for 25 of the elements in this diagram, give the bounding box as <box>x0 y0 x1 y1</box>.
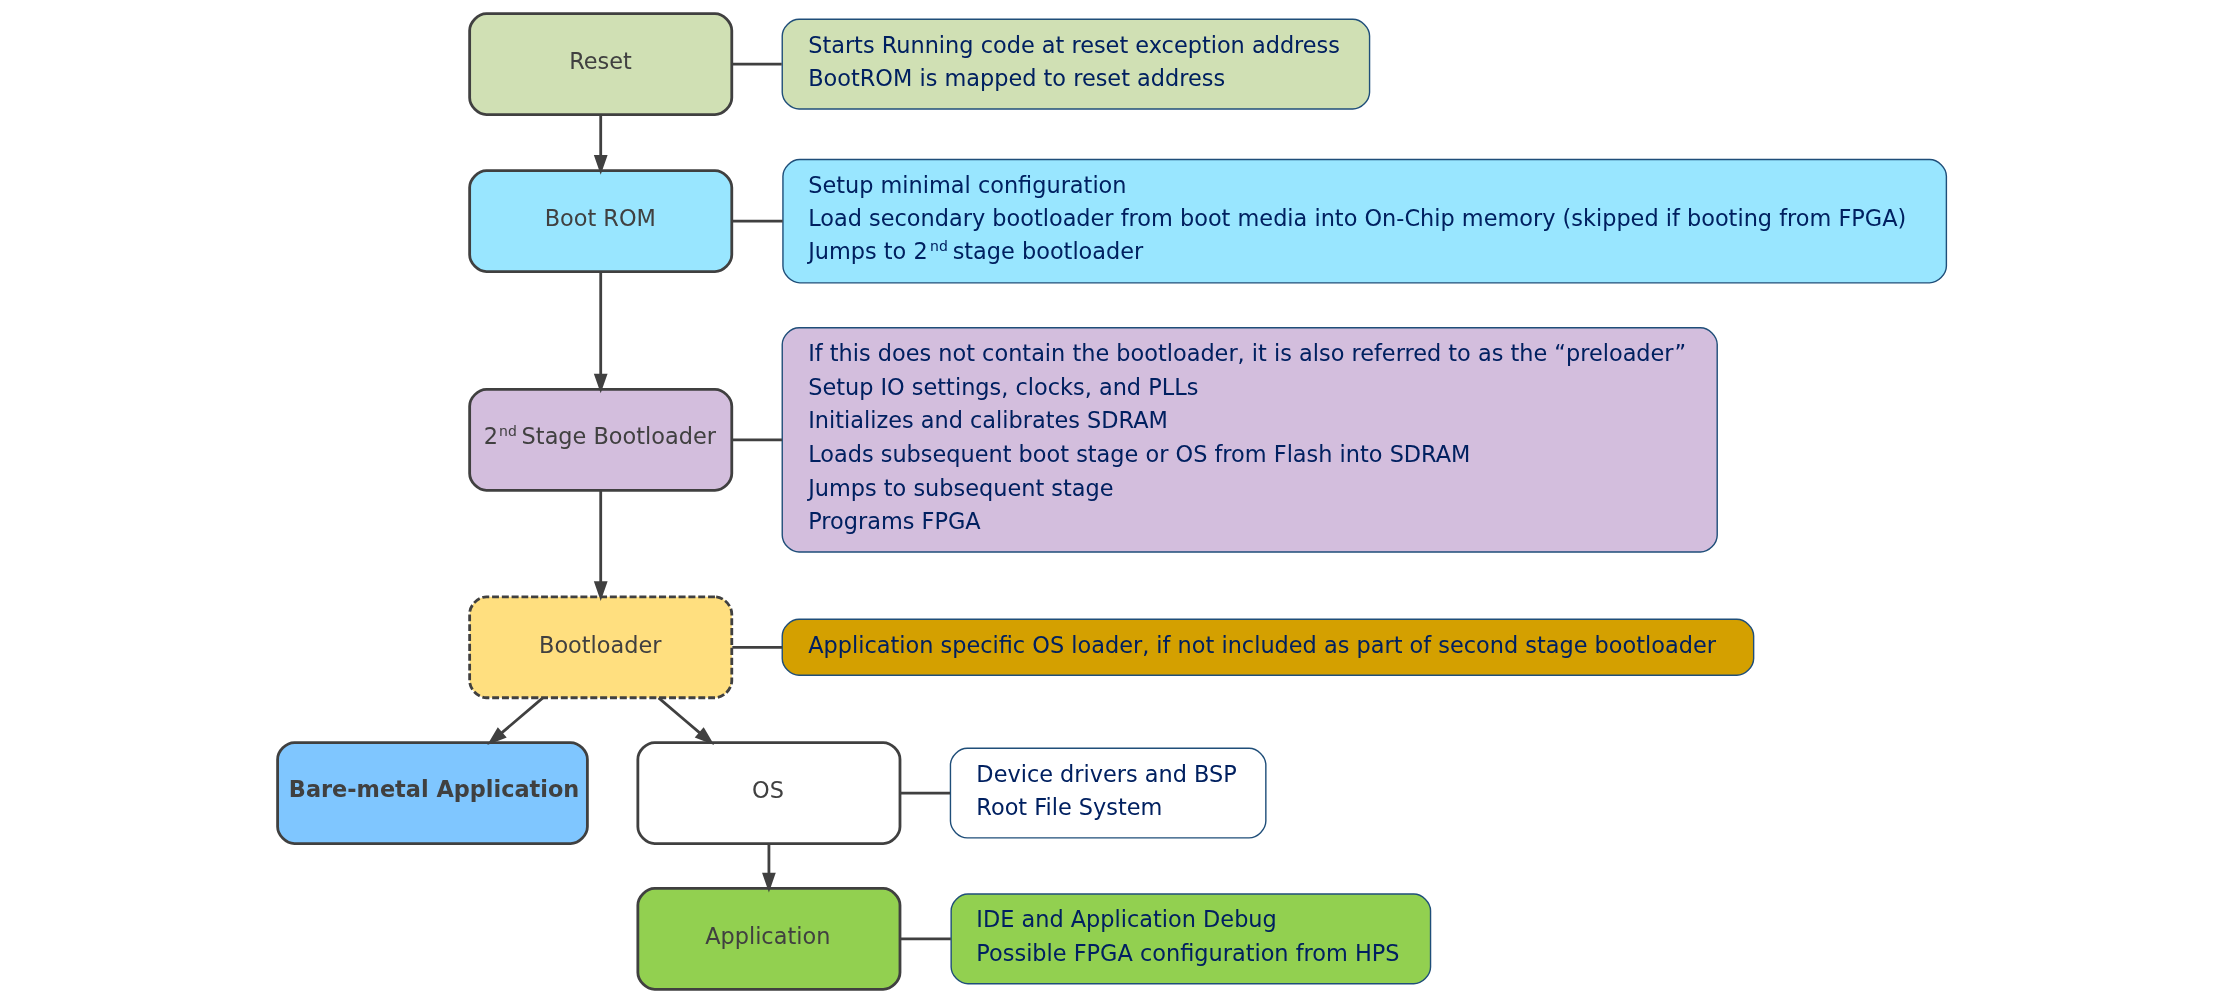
connector <box>731 62 782 66</box>
node-box: Starts Running code at reset exception address BootROM is mapped to reset address <box>781 18 1370 110</box>
node-box: Device drivers and BSP Root File System <box>949 747 1267 839</box>
connector <box>899 937 951 941</box>
node-box: Setup minimal configuration Load secondary bootloader from boot media into On-Chip memory (skipped if booting from FPGA) Jumps to 2$^{nd}$ stage bootloader <box>781 158 1947 284</box>
arrow <box>761 843 776 893</box>
node-box: IDE and Application Debug Possible FPGA configuration from HPS <box>949 893 1431 985</box>
arrow <box>486 696 544 746</box>
node-box: Application <box>635 887 901 991</box>
arrow <box>593 114 608 175</box>
node-box: 2$^{nd}$ Stage Bootloader <box>467 387 733 492</box>
connector <box>731 219 783 223</box>
arrow <box>593 272 608 394</box>
connector <box>731 438 782 442</box>
arrow <box>593 490 608 602</box>
node-box: OS <box>635 741 901 845</box>
node-box: Bootloader <box>467 595 733 700</box>
connector <box>899 791 950 795</box>
node-box: Bare-metal Application <box>275 741 589 845</box>
node-box: Application specific OS loader, if not included as part of second stage bootloader <box>781 618 1754 677</box>
node-box: If this does not contain the bootloader, it is also referred to as the “preloader” Setup IO settings, clocks, and PLLs Initializes and calibrates SDRAM Loads subsequent boot stage or OS from Flash into SDRAM Jumps to subsequent stage Programs FPGA <box>781 327 1718 553</box>
node-box: Reset <box>467 12 733 117</box>
connector <box>731 645 782 649</box>
arrow <box>657 696 714 746</box>
node-box: Boot ROM <box>467 169 733 273</box>
